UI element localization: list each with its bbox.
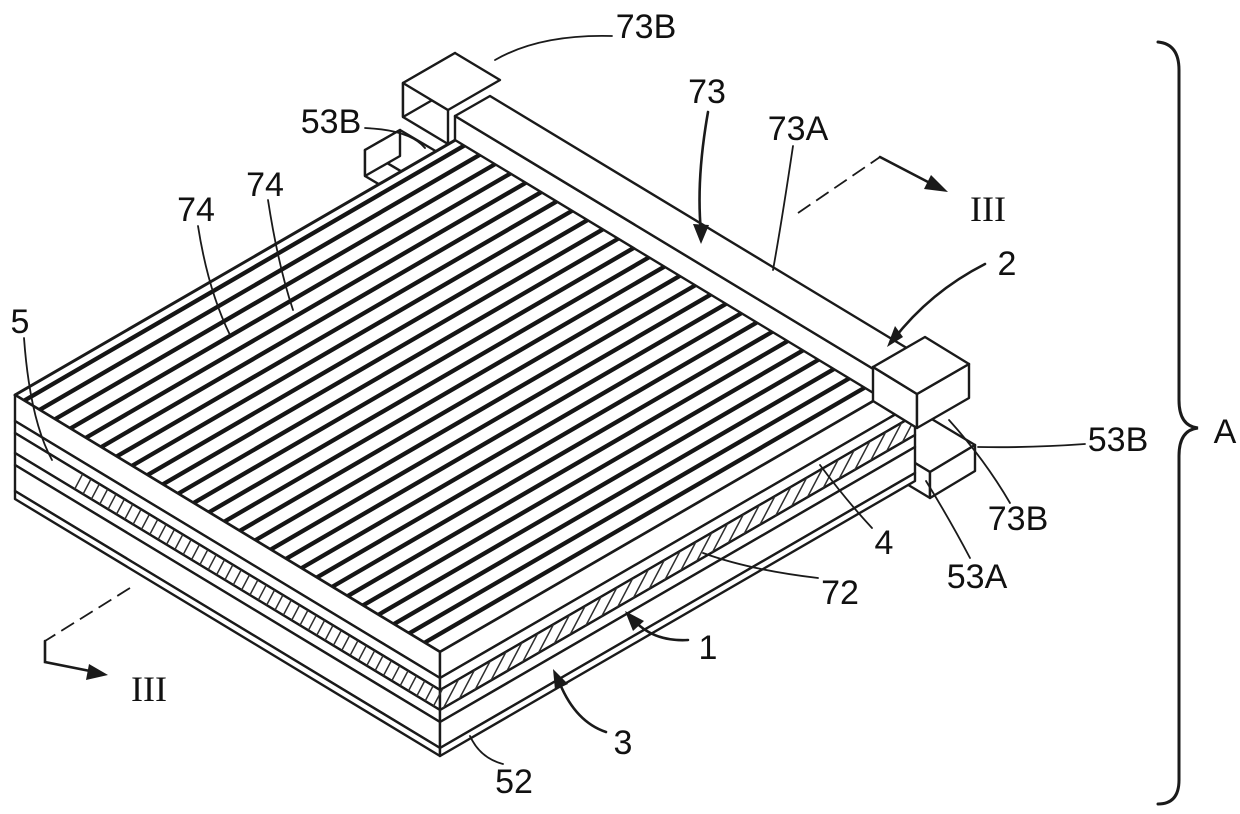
- arrow-73-shaft: [698, 110, 710, 234]
- ref-label-73b-top: 73B: [616, 8, 677, 46]
- ref-label-53b-right: 53B: [1088, 421, 1149, 459]
- ref-label-53b-left: 53B: [301, 103, 362, 141]
- reference-labels: 73B 53B 74 74 5 73 73A 2 53B 73B 53A 4 7…: [11, 8, 1237, 801]
- section-arrow-bottom-head: [86, 664, 108, 680]
- ref-label-73b-right: 73B: [988, 500, 1049, 538]
- leader-73a: [772, 145, 794, 271]
- section-arrow-top-shaft: [878, 155, 930, 184]
- section-line-top: [797, 156, 881, 214]
- leader-4: [819, 464, 873, 529]
- ref-label-74-b: 74: [246, 166, 284, 204]
- brace-a: [1156, 40, 1199, 806]
- leader-53a: [925, 480, 971, 559]
- arrow-2-shaft: [891, 262, 987, 342]
- section-label-bottom: III: [131, 669, 167, 709]
- arrow-73-head: [693, 224, 709, 244]
- arrow-3-head: [553, 669, 568, 690]
- leader-72: [702, 552, 819, 579]
- section-marker-top: [797, 155, 948, 214]
- ref-label-73a: 73A: [768, 110, 829, 148]
- ref-label-2: 2: [998, 245, 1017, 283]
- ref-label-1: 1: [699, 629, 718, 667]
- ref-label-a: A: [1214, 413, 1237, 451]
- leader-53b-right: [977, 443, 1086, 449]
- section-arrow-top-head: [924, 175, 948, 192]
- arrow-3-shaft: [558, 682, 608, 734]
- layer-stack-left-faces: [13, 393, 442, 758]
- leader-73b-top: [494, 34, 613, 61]
- tab-73b-top: [401, 51, 502, 146]
- leader-5: [23, 337, 53, 461]
- section-marker-bottom: [43, 587, 131, 680]
- ref-label-5: 5: [11, 303, 30, 341]
- ref-label-53a: 53A: [947, 558, 1008, 596]
- section-label-top: III: [970, 189, 1006, 229]
- section-arrow-bottom-shaft: [43, 639, 92, 673]
- leader-lines: [23, 34, 1086, 765]
- leader-74-a: [197, 225, 231, 336]
- ref-label-3: 3: [614, 724, 633, 762]
- arrow-2-head: [887, 326, 903, 347]
- arrow-1-head: [625, 611, 644, 631]
- arrows: [553, 110, 987, 734]
- section-line-bottom: [44, 587, 131, 642]
- ref-label-52: 52: [495, 763, 533, 801]
- ref-label-72: 72: [821, 574, 859, 612]
- ref-label-4: 4: [875, 524, 894, 562]
- leader-53b-left: [364, 127, 426, 149]
- ref-label-74-a: 74: [177, 191, 215, 229]
- leader-74-b: [267, 199, 294, 311]
- tab-73b-right: [871, 335, 971, 430]
- ref-label-73: 73: [688, 73, 726, 111]
- leader-52: [469, 735, 504, 765]
- leader-73b-right: [948, 419, 1011, 504]
